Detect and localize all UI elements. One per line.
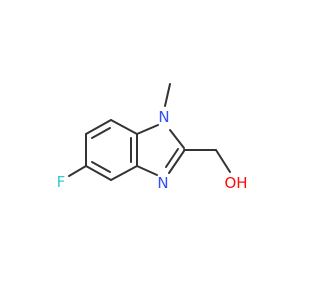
bond-inner-c1-c2 bbox=[91, 127, 111, 139]
bond-n1-methyl bbox=[164, 83, 171, 107]
bond-c3-f bbox=[68, 165, 87, 177]
bond-c7-n3-double-a bbox=[168, 150, 185, 174]
fluorine-atom-label: F bbox=[57, 173, 66, 191]
bond-inner-c3-c4 bbox=[91, 161, 111, 173]
bond-c3-c4 bbox=[85, 165, 112, 181]
bond-c1-c2 bbox=[85, 119, 112, 135]
bond-n3-c5 bbox=[136, 165, 158, 176]
bonds bbox=[68, 83, 231, 181]
nitrogen-atom-label-methyl: N bbox=[158, 108, 169, 126]
bond-c7-n3-double-b bbox=[165, 148, 179, 168]
hydroxyl-group-label: OH bbox=[224, 174, 247, 192]
nitrogen-atom-label-imine: N bbox=[157, 174, 168, 192]
bond-c6-c1 bbox=[110, 119, 138, 135]
molecule-structure-diagram: F N N OH bbox=[57, 83, 248, 192]
bond-c4-c5 bbox=[110, 165, 138, 181]
bond-ch2-o bbox=[215, 149, 231, 173]
bond-c6-n1 bbox=[136, 124, 159, 135]
bond-n1-c7 bbox=[169, 129, 185, 149]
